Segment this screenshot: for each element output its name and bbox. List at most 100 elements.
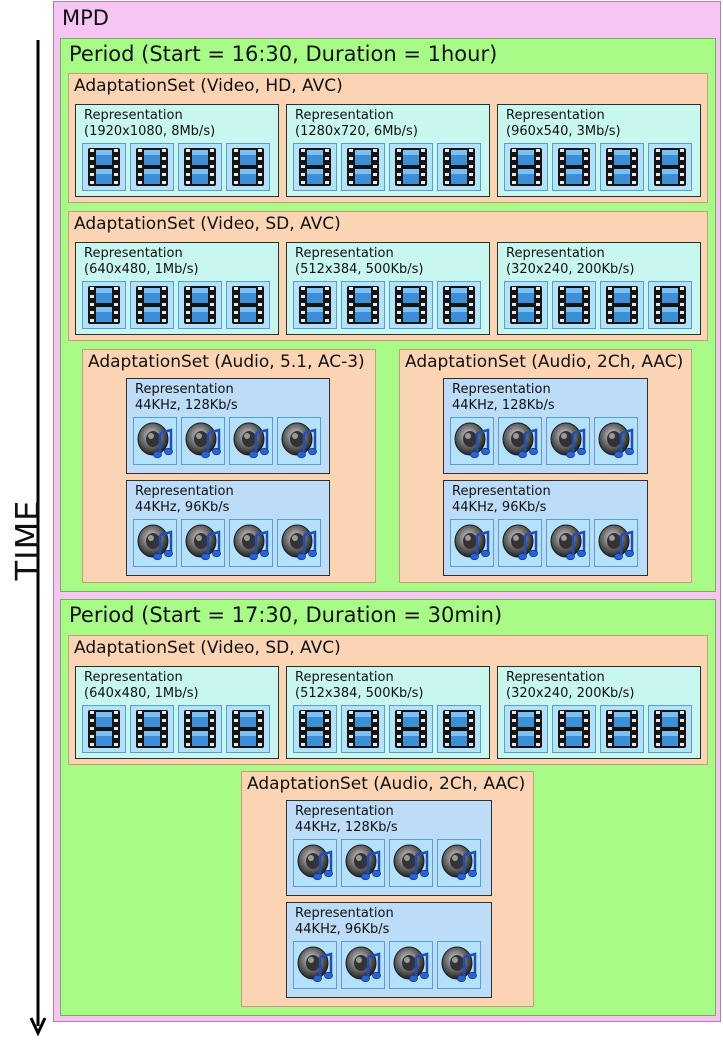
- segment-list: [450, 417, 638, 465]
- audio-segment: [450, 519, 494, 567]
- video-segment: [389, 281, 433, 329]
- audio-segment: [437, 941, 481, 989]
- adaptation-set-title: AdaptationSet (Video, SD, AVC): [74, 214, 341, 234]
- adaptation-set-audio-aac: AdaptationSet (Audio, 2Ch, AAC) Represen…: [399, 349, 692, 583]
- representation: Representation 44KHz, 128Kb/s: [126, 378, 330, 474]
- audio-segment: [181, 519, 225, 567]
- film-strip-icon: [346, 147, 380, 187]
- speaker-music-icon: [501, 523, 539, 563]
- video-segment: [178, 281, 222, 329]
- representation: Representation 44KHz, 96Kb/s: [443, 480, 648, 576]
- speaker-music-icon: [136, 421, 174, 461]
- segment-list: [293, 839, 481, 887]
- representation-label: Representation: [452, 382, 551, 397]
- representation: Representation 44KHz, 128Kb/s: [286, 800, 492, 896]
- video-segment: [504, 281, 548, 329]
- segment-list: [82, 705, 270, 753]
- film-strip-icon: [346, 709, 380, 749]
- representation-label: Representation: [506, 670, 605, 685]
- period-title: Period (Start = 17:30, Duration = 30min): [69, 603, 503, 627]
- speaker-music-icon: [597, 523, 635, 563]
- speaker-music-icon: [549, 523, 587, 563]
- representation-label: Representation: [84, 246, 183, 261]
- speaker-music-icon: [392, 843, 430, 883]
- film-strip-icon: [135, 285, 169, 325]
- period-title: Period (Start = 16:30, Duration = 1hour): [69, 42, 498, 66]
- audio-segment: [293, 941, 337, 989]
- segment-list: [82, 281, 270, 329]
- mpd-title: MPD: [62, 6, 109, 30]
- representation-detail: (512x384, 500Kb/s): [295, 262, 424, 277]
- representation-detail: (960x540, 3Mb/s): [506, 124, 621, 139]
- representation: Representation (320x240, 200Kb/s): [497, 666, 701, 759]
- film-strip-icon: [442, 285, 476, 325]
- representation-detail: (320x240, 200Kb/s): [506, 262, 635, 277]
- representation-detail: 44KHz, 128Kb/s: [295, 820, 398, 835]
- segment-list: [293, 705, 481, 753]
- representation: Representation (1920x1080, 8Mb/s): [75, 104, 279, 197]
- video-segment: [130, 143, 174, 191]
- speaker-music-icon: [344, 843, 382, 883]
- representation: Representation (640x480, 1Mb/s): [75, 666, 279, 759]
- speaker-music-icon: [597, 421, 635, 461]
- adaptation-set-title: AdaptationSet (Audio, 2Ch, AAC): [247, 774, 526, 794]
- segment-list: [293, 941, 481, 989]
- representation: Representation (512x384, 500Kb/s): [286, 666, 490, 759]
- segment-list: [450, 519, 638, 567]
- segment-list: [133, 417, 321, 465]
- film-strip-icon: [394, 147, 428, 187]
- segment-list: [293, 281, 481, 329]
- representation-detail: (640x480, 1Mb/s): [84, 262, 199, 277]
- speaker-music-icon: [549, 421, 587, 461]
- representation-label: Representation: [295, 804, 394, 819]
- video-segment: [389, 705, 433, 753]
- speaker-music-icon: [453, 421, 491, 461]
- speaker-music-icon: [392, 945, 430, 985]
- audio-segment: [389, 839, 433, 887]
- video-segment: [130, 705, 174, 753]
- video-segment: [552, 705, 596, 753]
- film-strip-icon: [87, 147, 121, 187]
- representation-label: Representation: [135, 382, 234, 397]
- adaptation-set-title: AdaptationSet (Video, HD, AVC): [74, 76, 343, 96]
- segment-list: [293, 143, 481, 191]
- video-segment: [648, 281, 692, 329]
- representation-label: Representation: [506, 246, 605, 261]
- film-strip-icon: [442, 147, 476, 187]
- representation-label: Representation: [295, 108, 394, 123]
- film-strip-icon: [653, 285, 687, 325]
- audio-segment: [341, 839, 385, 887]
- representation-label: Representation: [84, 670, 183, 685]
- audio-segment: [546, 519, 590, 567]
- video-segment: [178, 143, 222, 191]
- speaker-music-icon: [296, 843, 334, 883]
- audio-segment: [450, 417, 494, 465]
- adaptation-set-title: AdaptationSet (Audio, 2Ch, AAC): [405, 352, 684, 372]
- video-segment: [552, 143, 596, 191]
- representation-label: Representation: [295, 906, 394, 921]
- representation: Representation (512x384, 500Kb/s): [286, 242, 490, 335]
- audio-segment: [277, 519, 321, 567]
- video-segment: [600, 705, 644, 753]
- representation: Representation 44KHz, 96Kb/s: [126, 480, 330, 576]
- audio-segment: [133, 417, 177, 465]
- speaker-music-icon: [280, 421, 318, 461]
- audio-segment: [277, 417, 321, 465]
- speaker-music-icon: [296, 945, 334, 985]
- film-strip-icon: [298, 285, 332, 325]
- representation-detail: 44KHz, 96Kb/s: [452, 500, 547, 515]
- video-segment: [341, 281, 385, 329]
- audio-segment: [229, 417, 273, 465]
- video-segment: [226, 705, 270, 753]
- speaker-music-icon: [136, 523, 174, 563]
- speaker-music-icon: [440, 945, 478, 985]
- video-segment: [504, 143, 548, 191]
- audio-segment: [546, 417, 590, 465]
- speaker-music-icon: [280, 523, 318, 563]
- film-strip-icon: [298, 709, 332, 749]
- video-segment: [82, 281, 126, 329]
- video-segment: [82, 705, 126, 753]
- segment-list: [504, 143, 692, 191]
- representation-label: Representation: [452, 484, 551, 499]
- film-strip-icon: [135, 709, 169, 749]
